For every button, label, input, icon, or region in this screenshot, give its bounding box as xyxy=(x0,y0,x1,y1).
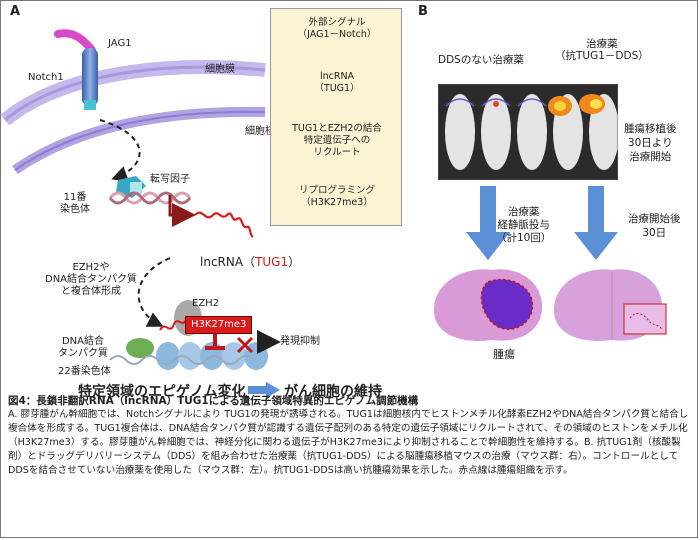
jag1-label: JAG1 xyxy=(108,38,132,49)
treatment-arrows xyxy=(466,186,618,260)
notch1-receptor xyxy=(82,48,98,106)
figure-caption: 図4：長鎖非翻訳RNA（lncRNA）TUG1による遺伝子領域特異的エピゲノム調… xyxy=(8,394,692,478)
mouse-control-1 xyxy=(445,94,475,170)
lncrna-label: lncRNA（TUG1） xyxy=(200,255,301,269)
panel-b-label: B xyxy=(418,4,428,19)
flow-step-reprogram: リプログラミング（H3K27me3） xyxy=(298,185,375,208)
flow-step-binding: TUG1とEZH2の結合特定遺伝子へのリクルート xyxy=(292,123,382,158)
flow-step-signal: 外部シグナル（JAG1－Notch） xyxy=(297,17,377,40)
brain-sections xyxy=(434,269,667,341)
chromosome-11-dna xyxy=(108,191,192,205)
admin-label: 治療薬経静脈投与（計10回） xyxy=(496,206,552,244)
panel-a-label: A xyxy=(10,4,21,19)
epigenome-change-label: 特定領域のエピゲノム変化 xyxy=(78,384,246,400)
mouse-control-2 xyxy=(481,94,511,170)
mouse-control-3 xyxy=(517,94,547,170)
dna-binding-label: DNA結合タンパク質 xyxy=(58,336,108,359)
notch1-label: Notch1 xyxy=(28,72,64,83)
tf-label: 転写因子 xyxy=(150,174,190,185)
no-dds-label: DDSのない治療薬 xyxy=(438,54,524,66)
mechanism-flow-box: 外部シグナル（JAG1－Notch） lncRNA（TUG1） TUG1とEZH… xyxy=(270,8,402,226)
lncrna-strand xyxy=(194,211,254,238)
tumor-inset xyxy=(623,303,667,335)
drug-label: 治療薬（抗TUG1－DDS） xyxy=(555,38,649,62)
chr11-label: 11番染色体 xyxy=(60,192,90,215)
mouse-imaging-panel xyxy=(438,84,618,180)
membrane-label: 細胞膜 xyxy=(205,64,235,75)
flow-step-lncrna: lncRNA（TUG1） xyxy=(314,71,360,94)
chr22-label: 22番染色体 xyxy=(58,366,111,377)
cancer-maintenance-label: がん細胞の維持 xyxy=(284,384,382,400)
tumor-label: 腫瘍 xyxy=(493,348,515,361)
tumor-region xyxy=(480,278,533,330)
dna-binding-protein xyxy=(126,338,154,358)
ezh2-label: EZH2 xyxy=(192,298,220,309)
h3k27me3-badge: H3K27me3 xyxy=(185,316,253,334)
repress-label: 発現抑制 xyxy=(280,336,320,347)
caption-body: A. 膠芽腫がん幹細胞では、Notchシグナルにより TUG1の発現が誘導される… xyxy=(8,409,689,476)
jag1-ligand xyxy=(54,29,96,54)
nucleus-label: 細胞核 xyxy=(245,126,275,137)
caption-title: 図4：長鎖非翻訳RNA（lncRNA）TUG1による遺伝子領域特異的エピゲノム調… xyxy=(8,395,419,407)
